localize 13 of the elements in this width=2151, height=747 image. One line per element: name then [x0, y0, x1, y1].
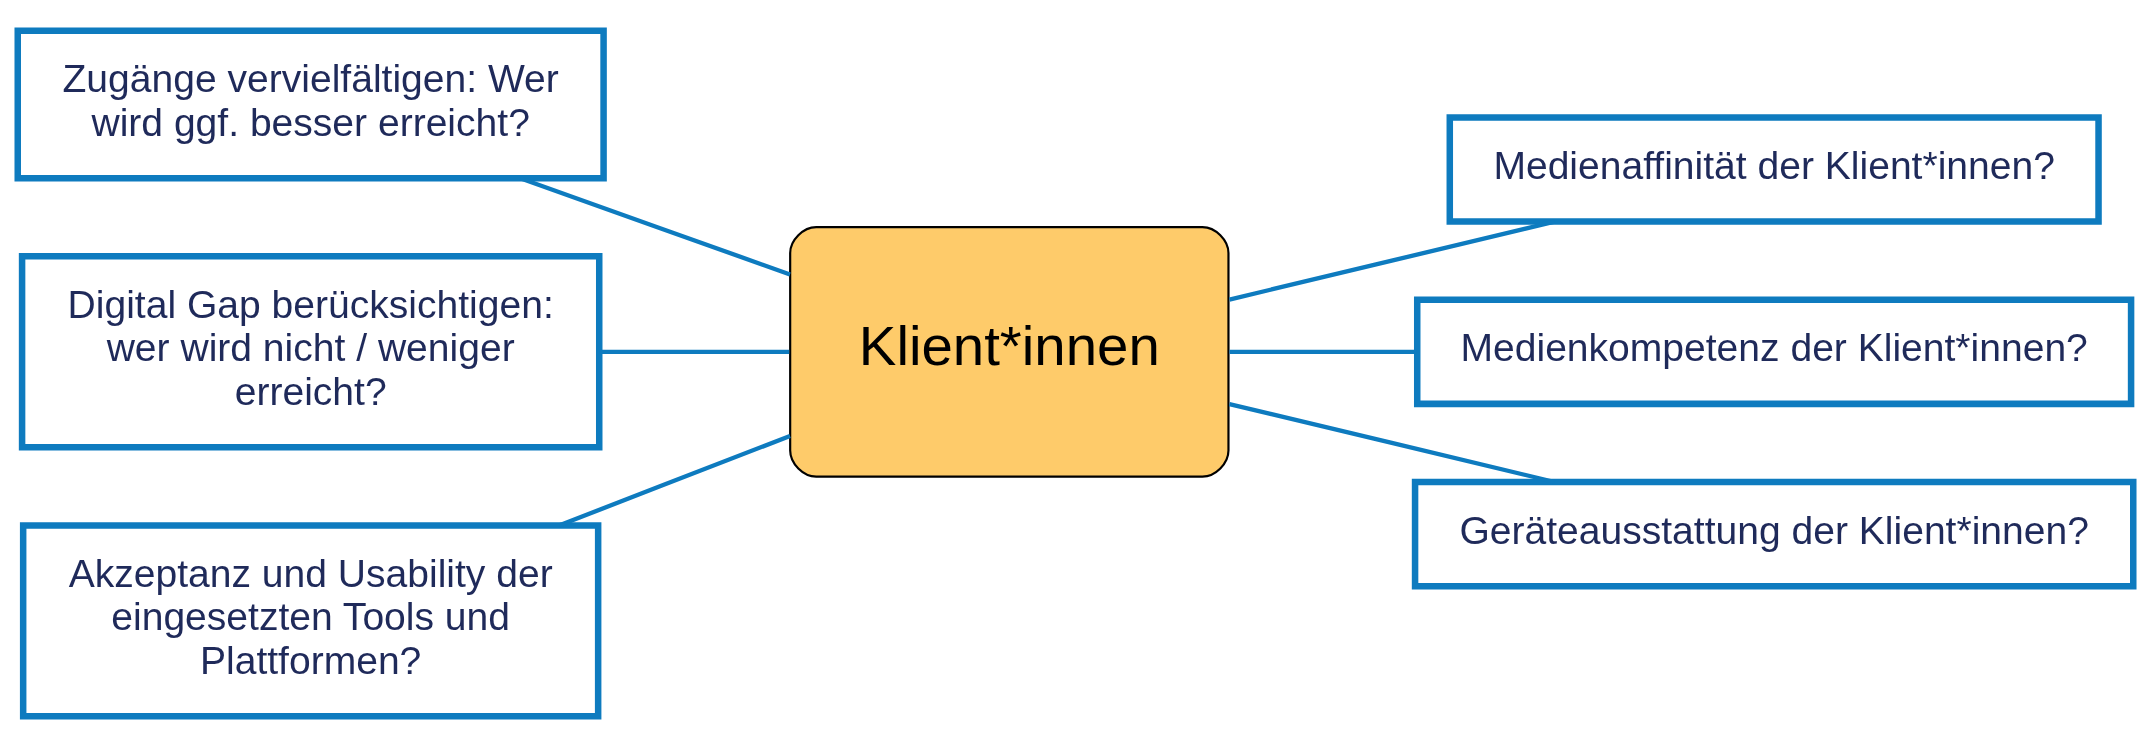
connector — [599, 349, 790, 354]
connector — [519, 176, 791, 277]
node-box: Digital Gap berücksichtigen: wer wird nicht / weniger erreicht? — [18, 253, 603, 451]
node-box: Medienkompetenz der Klient*innen? — [1414, 296, 2135, 408]
connector — [1228, 219, 1556, 302]
connector — [558, 433, 791, 528]
connector — [1228, 401, 1556, 485]
node-box: Geräteausstattung der Klient*innen? — [1411, 478, 2137, 590]
node-box: Medienaffinität der Klient*innen? — [1446, 114, 2102, 225]
node-box: Akzeptanz und Usability der eingesetzten Tools und Plattformen? — [19, 522, 602, 720]
node-box: Zugänge vervielfältigen: Wer wird ggf. besser erreicht? — [14, 27, 607, 182]
node-box: Klient*innen — [789, 225, 1230, 478]
connector — [1229, 349, 1417, 354]
